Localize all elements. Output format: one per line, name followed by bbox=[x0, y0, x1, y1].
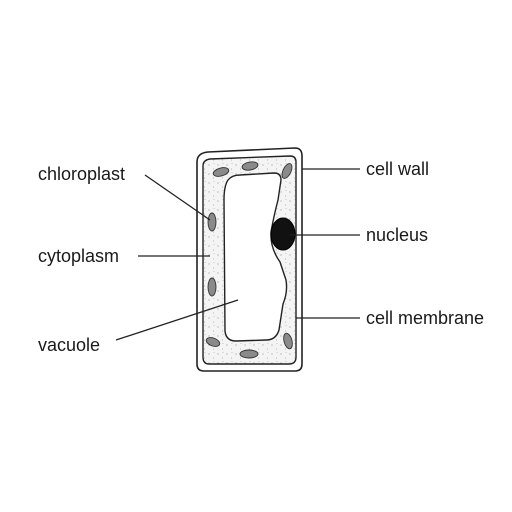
chloroplast-label: chloroplast bbox=[38, 164, 125, 184]
vacuole bbox=[223, 172, 288, 342]
chloroplast-leader bbox=[144, 174, 211, 221]
chloroplast-top-left bbox=[212, 167, 230, 177]
vacuole-leader bbox=[115, 299, 239, 341]
chloroplast-left-upper bbox=[207, 212, 217, 232]
chloroplasts bbox=[205, 161, 293, 359]
chloroplast-bottom-right bbox=[283, 332, 293, 350]
chloroplast-bottom-middle bbox=[239, 349, 259, 359]
chloroplast-top-right bbox=[281, 163, 293, 179]
chloroplast-bottom-left bbox=[205, 337, 221, 347]
nucleus bbox=[270, 217, 296, 251]
chloroplast-left-lower bbox=[207, 277, 217, 297]
chloroplast-top-middle bbox=[241, 161, 259, 171]
vacuole-label: vacuole bbox=[38, 335, 100, 355]
nucleus-label: nucleus bbox=[366, 225, 428, 245]
cytoplasm-label: cytoplasm bbox=[38, 246, 119, 266]
cell-membrane-label: cell membrane bbox=[366, 308, 484, 328]
cell-wall-label: cell wall bbox=[366, 159, 429, 179]
